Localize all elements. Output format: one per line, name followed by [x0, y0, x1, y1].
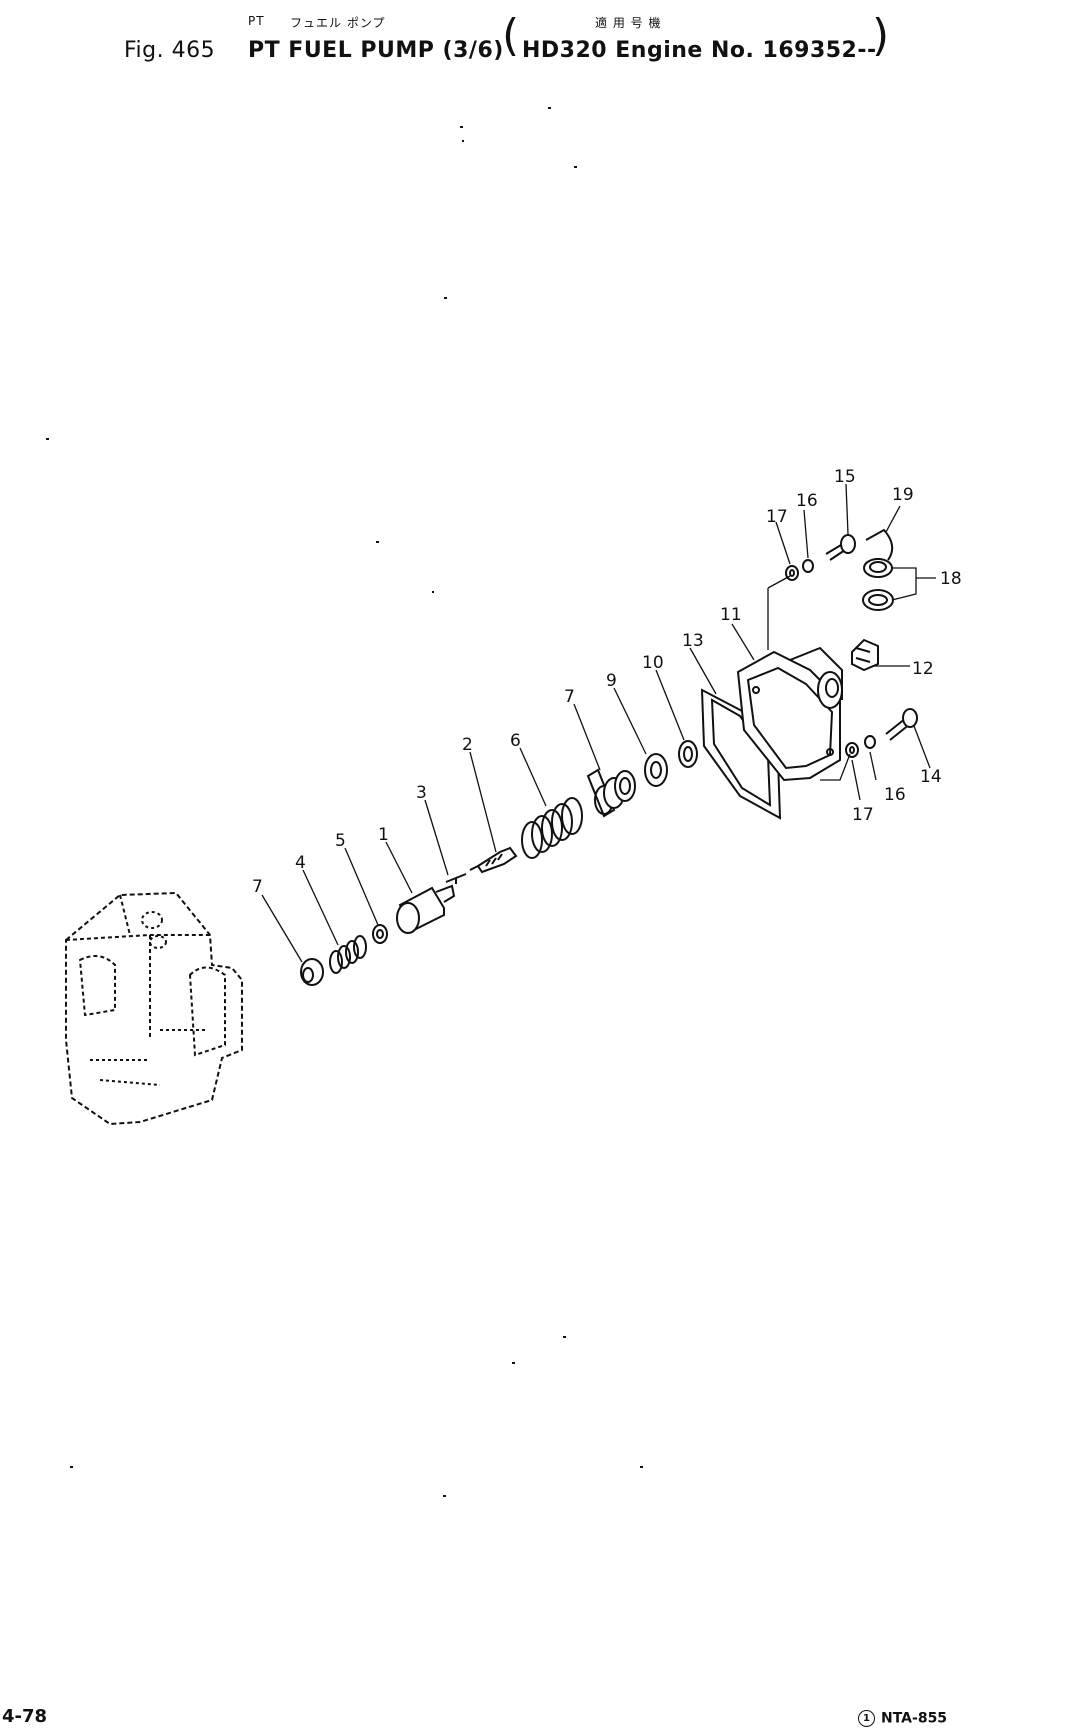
callout-6: 6 — [510, 731, 521, 751]
callout-16-lower: 16 — [884, 785, 906, 805]
part-3-pin — [445, 873, 467, 884]
callout-11: 11 — [720, 605, 742, 625]
part-2-plunger — [469, 846, 518, 874]
callout-9: 9 — [606, 671, 617, 691]
part-10-seal — [678, 740, 698, 768]
figure-number: Fig. 465 — [124, 38, 216, 63]
engine-applicability: HD320 Engine No. 169352-- — [522, 38, 877, 63]
part-12-fitting — [851, 638, 879, 672]
callout-labels: 7 4 5 1 3 2 6 7 9 10 13 11 12 17 16 15 1… — [252, 467, 962, 897]
part-7-cup-assembly — [586, 768, 636, 818]
callout-8: 7 — [252, 877, 263, 897]
callout-13: 13 — [682, 631, 704, 651]
part-19-elbow — [863, 528, 894, 578]
revision-symbol: 1 — [858, 1710, 875, 1727]
callout-19: 19 — [892, 485, 914, 505]
figure-title: PT FUEL PUMP (3/6) — [248, 38, 504, 63]
callout-15: 15 — [834, 467, 856, 487]
japanese-pt-label: PT — [248, 14, 265, 28]
part-6-spring — [521, 797, 583, 859]
page-header: PT フュエル ポンプ 適 用 号 機 Fig. 465 PT FUEL PUM… — [0, 0, 988, 80]
part-18-gaskets — [862, 589, 894, 611]
callout-18: 18 — [940, 569, 962, 589]
part-5-washer — [372, 924, 388, 944]
part-16-washer-lower — [864, 735, 876, 749]
drawing-code: 1 NTA-855 — [858, 1710, 947, 1727]
japanese-part-name: フュエル ポンプ — [290, 16, 386, 30]
part-9-ring — [644, 753, 668, 787]
callout-14: 14 — [920, 767, 942, 787]
part-8-plug — [300, 958, 324, 986]
part-17-washer-lower — [845, 742, 859, 758]
exploded-parts-diagram: 7 4 5 1 3 2 6 7 9 10 13 11 12 17 16 15 1… — [46, 107, 962, 1497]
callout-17-lower: 17 — [852, 805, 874, 825]
part-14-bolt — [885, 708, 918, 741]
callout-5: 5 — [335, 831, 346, 851]
part-15-bolt — [825, 534, 856, 561]
part-16-washer-upper — [802, 559, 814, 573]
leader-lines — [261, 483, 936, 963]
scan-specks — [46, 107, 643, 1497]
pump-housing — [65, 891, 243, 1126]
callout-17-upper: 17 — [766, 507, 788, 527]
callout-3: 3 — [416, 783, 427, 803]
part-11-cover — [736, 646, 843, 782]
callout-12: 12 — [912, 659, 934, 679]
callout-10: 10 — [642, 653, 664, 673]
part-1-sleeve — [396, 884, 456, 934]
callout-16-upper: 16 — [796, 491, 818, 511]
japanese-applicability: 適 用 号 機 — [595, 16, 662, 30]
open-bracket: ( — [502, 10, 520, 61]
callout-7: 7 — [564, 687, 575, 707]
callout-4: 4 — [295, 853, 306, 873]
close-bracket: ) — [872, 10, 890, 61]
callout-2: 2 — [462, 735, 473, 755]
page-number: 4-78 — [2, 1706, 48, 1727]
callout-1: 1 — [378, 825, 389, 845]
drawing-code-text: NTA-855 — [881, 1710, 948, 1727]
part-4-spring — [329, 935, 367, 974]
